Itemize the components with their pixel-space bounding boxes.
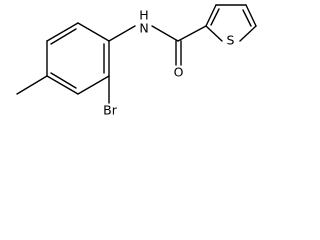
ring-to-nitrogen-bond — [108, 25, 136, 42]
thiophene-bond — [245, 4, 257, 27]
thiophene-bond — [205, 4, 217, 27]
thiophene-ring — [205, 4, 257, 42]
ring-bond-inner — [50, 28, 77, 45]
atom-nh: H N — [137, 8, 151, 36]
bromine-label: Br — [103, 103, 118, 118]
atom-sulfur: S — [224, 33, 237, 48]
nitrogen-label: N — [139, 21, 148, 36]
thiophene-bond — [239, 25, 257, 42]
hydrogen-label: H — [139, 8, 148, 23]
thiophene-bond-inner — [210, 8, 220, 26]
atom-bromine: Br — [101, 103, 119, 118]
methyl-bond — [16, 75, 48, 95]
sulfur-label: S — [227, 33, 235, 48]
benzene-ring — [46, 22, 110, 95]
nitrogen-to-carbonyl-bond — [151, 25, 179, 42]
ring-bond — [46, 22, 79, 42]
ring-bond — [77, 22, 110, 42]
thiophene-bond — [205, 25, 223, 42]
carbonyl-to-thiophene-bond — [177, 25, 207, 42]
structure-diagram: H N O S Br — [16, 4, 257, 118]
ring-bond — [46, 75, 79, 95]
atom-oxygen: O — [172, 65, 185, 80]
oxygen-label: O — [174, 65, 184, 80]
thiophene-bond-inner — [242, 9, 252, 27]
ring-bond — [77, 75, 110, 95]
ring-bond-inner — [50, 72, 77, 89]
